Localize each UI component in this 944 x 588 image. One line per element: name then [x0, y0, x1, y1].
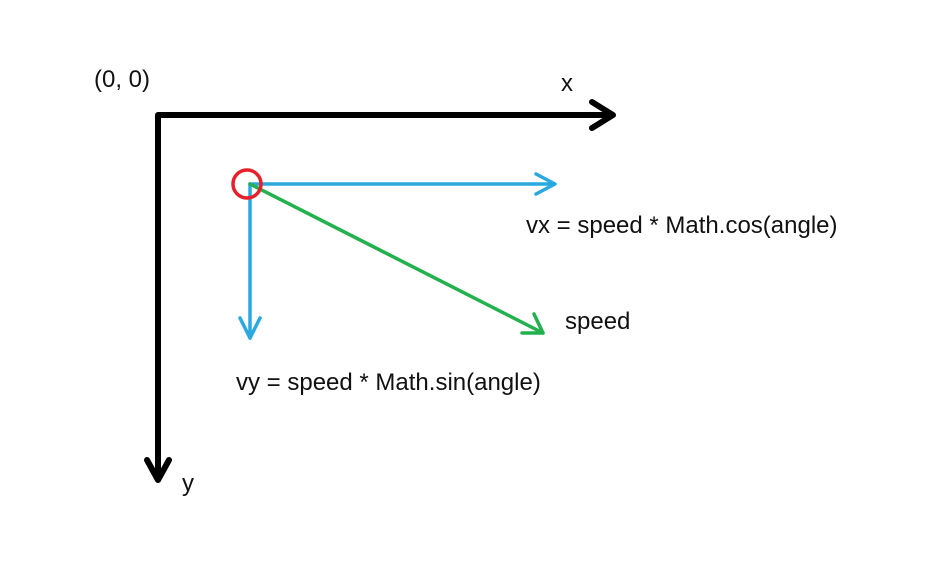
vx-arrowhead	[534, 172, 557, 196]
speed-arrowhead	[520, 312, 545, 335]
speed-vector-group	[248, 182, 545, 335]
object-circle	[231, 168, 263, 200]
vy-arrowhead	[238, 316, 262, 340]
axes-lines	[155, 112, 613, 478]
y-axis-arrowhead	[144, 457, 172, 483]
x-axis-label: x	[561, 70, 573, 97]
speed-label: speed	[565, 308, 631, 335]
x-axis-arrowhead	[589, 99, 616, 131]
axes	[144, 99, 616, 483]
y-axis-label: y	[182, 470, 194, 497]
origin-label: (0, 0)	[94, 66, 151, 93]
vy-formula-label: vy = speed * Math.sin(angle)	[236, 369, 541, 396]
speed-vector	[248, 182, 545, 335]
component-vectors	[238, 172, 557, 340]
vx-formula-label: vx = speed * Math.cos(angle)	[526, 212, 838, 239]
